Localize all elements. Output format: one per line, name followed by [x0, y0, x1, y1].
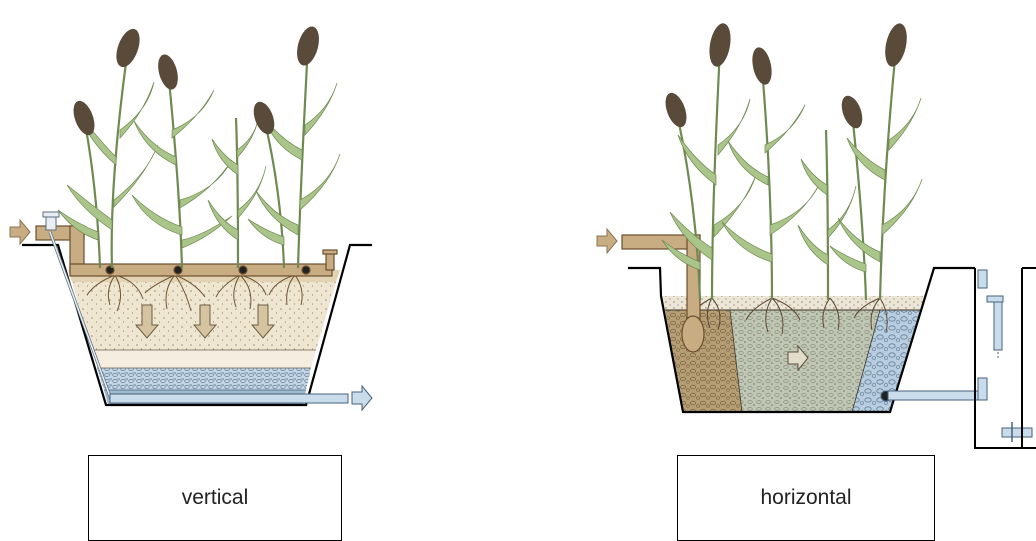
horizontal-label: horizontal — [760, 486, 851, 510]
vertical-label-box: vertical — [88, 455, 342, 541]
control-chamber — [975, 268, 1036, 448]
vertical-flow-diagram — [0, 0, 420, 430]
flow-arrow-icon — [10, 220, 30, 244]
vertical-label: vertical — [182, 486, 249, 510]
reed-plant-icon — [58, 24, 340, 268]
flow-arrow-icon — [597, 229, 617, 253]
horizontal-flow-diagram — [585, 0, 1036, 460]
inlet-pipe — [36, 226, 337, 276]
inlet-pipe — [622, 235, 704, 352]
flow-arrow-icon — [352, 386, 372, 410]
horizontal-basin — [628, 268, 975, 412]
outlet-pipe — [110, 394, 348, 403]
horizontal-label-box: horizontal — [677, 455, 935, 541]
